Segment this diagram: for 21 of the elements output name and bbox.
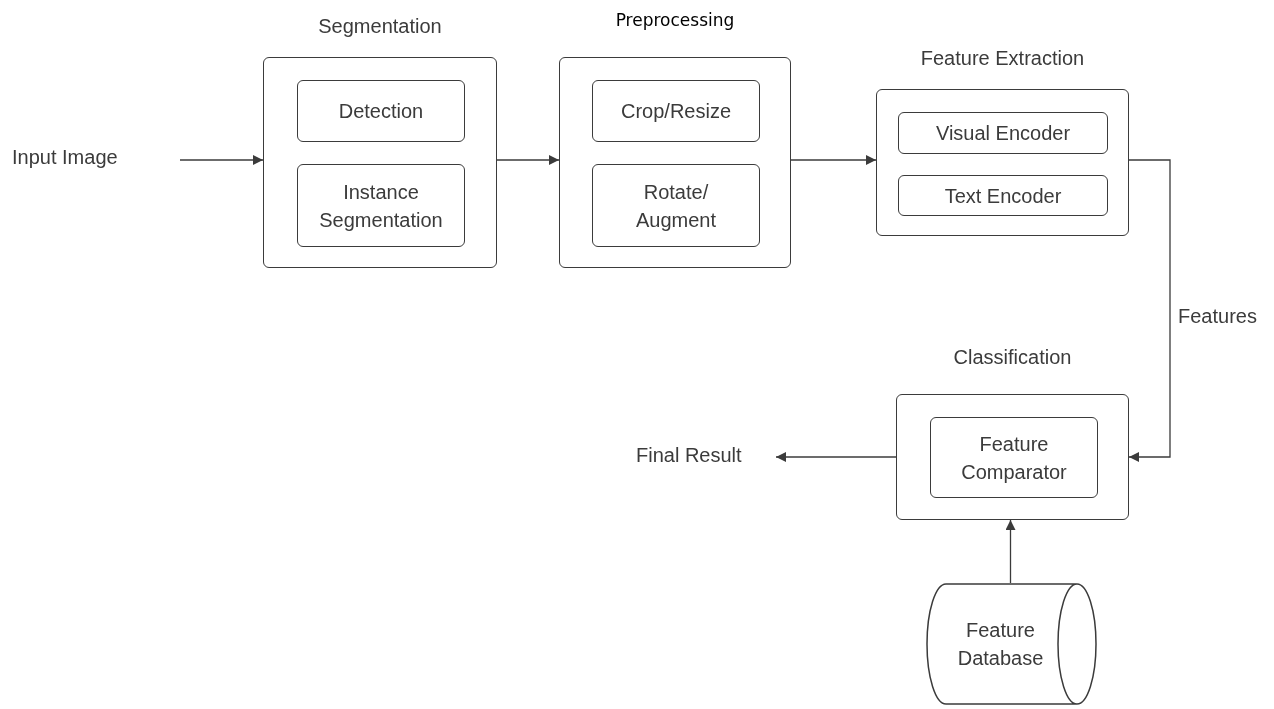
process-box: Feature Comparator — [930, 417, 1098, 498]
arrow — [1005, 519, 1016, 584]
text-label: Input Image — [12, 146, 118, 169]
process-box: Instance Segmentation — [297, 164, 465, 247]
process-box: Crop/Resize — [592, 80, 760, 142]
text-label: Final Result — [636, 444, 742, 467]
database-cylinder — [926, 583, 1097, 705]
database-label: Feature Database — [956, 618, 1045, 671]
arrow — [775, 452, 897, 462]
stage-title: Segmentation — [317, 14, 443, 39]
arrow — [1128, 159, 1171, 462]
stage-title: Feature Extraction — [919, 46, 1086, 71]
arrow — [179, 155, 264, 165]
process-box: Text Encoder — [898, 175, 1108, 216]
process-box: Detection — [297, 80, 465, 142]
stage-title: Preprocessing — [614, 9, 736, 32]
stage-title: Classification — [952, 345, 1073, 370]
arrow — [790, 155, 877, 165]
process-box: Rotate/ Augment — [592, 164, 760, 247]
process-box: Visual Encoder — [898, 112, 1108, 154]
arrow — [496, 155, 560, 165]
